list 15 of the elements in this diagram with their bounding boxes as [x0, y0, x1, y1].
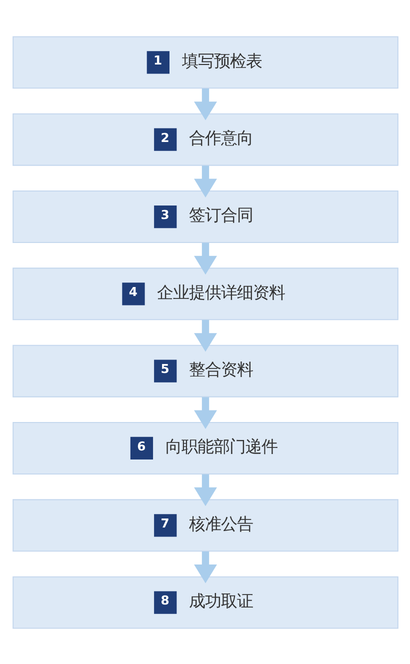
arrow: [194, 88, 216, 120]
arrow: [194, 474, 216, 506]
arrow: [194, 550, 216, 583]
node-box: 2 合作意向: [12, 112, 398, 166]
arrow: [194, 165, 216, 197]
node-box: 7 核准公告: [12, 498, 398, 552]
node-box: 1 填写预检表: [12, 36, 398, 88]
arrow: [194, 319, 216, 352]
arrow: [194, 242, 216, 274]
node-box: 5 整合资料: [12, 344, 398, 397]
node-box: 4 企业提供详细资料: [12, 267, 398, 320]
node-box: 8 成功取证: [12, 576, 398, 628]
arrow: [194, 396, 216, 428]
node-box: 3 签订合同: [12, 190, 398, 242]
node-box: 6 向职能部门递件: [12, 422, 398, 474]
